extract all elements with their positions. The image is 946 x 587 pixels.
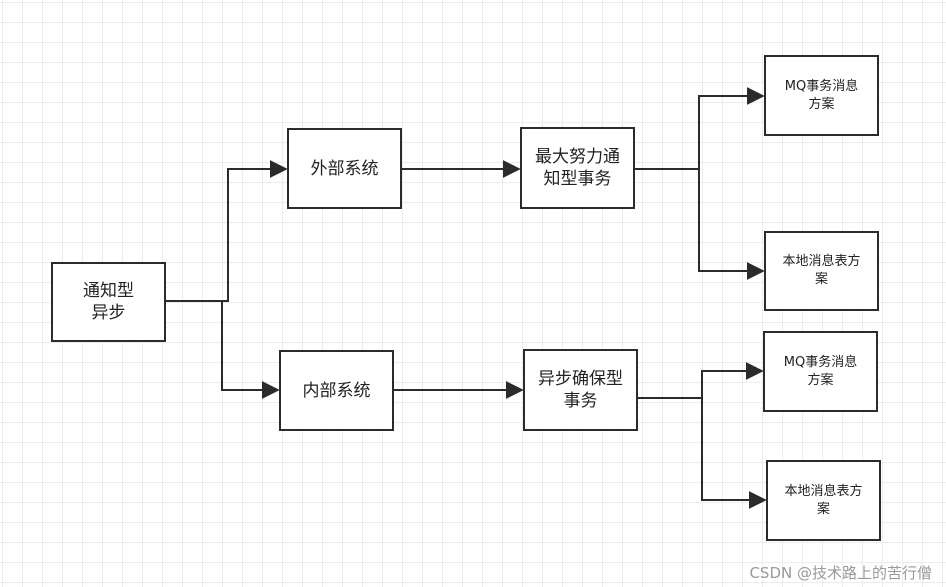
node-label: 外部系统 [310, 158, 379, 179]
connector-reliable-to-mq [638, 362, 764, 399]
connector-best-effort-to-local-table [635, 168, 765, 280]
node-local-message-table-1[interactable]: 本地消息表方 案 [764, 231, 879, 311]
node-label: 内部系统 [302, 380, 371, 401]
node-mq-transaction-message-1[interactable]: MQ事务消息 方案 [764, 55, 879, 136]
node-label: MQ事务消息 方案 [784, 78, 859, 112]
connector-best-effort-to-mq [635, 87, 765, 170]
node-label: MQ事务消息 方案 [783, 354, 858, 388]
node-mq-transaction-message-2[interactable]: MQ事务消息 方案 [763, 331, 878, 412]
node-external-system[interactable]: 外部系统 [287, 128, 402, 209]
csdn-watermark: CSDN @技术路上的苦行僧 [749, 564, 932, 582]
node-internal-system[interactable]: 内部系统 [279, 350, 394, 431]
connector-root-to-internal [166, 300, 280, 399]
connector-root-to-external [166, 160, 288, 302]
connector-reliable-to-local-table [638, 397, 767, 509]
node-label: 最大努力通 知型事务 [535, 147, 620, 189]
node-label: 本地消息表方 案 [784, 483, 863, 517]
node-local-message-table-2[interactable]: 本地消息表方 案 [766, 460, 881, 541]
node-best-effort-transaction[interactable]: 最大努力通 知型事务 [520, 127, 635, 209]
node-label: 异步确保型 事务 [538, 369, 623, 411]
node-notification-async[interactable]: 通知型 异步 [51, 262, 166, 342]
node-label: 本地消息表方 案 [782, 254, 861, 287]
node-label: 通知型 异步 [83, 281, 134, 323]
node-reliable-async-transaction[interactable]: 异步确保型 事务 [523, 349, 638, 431]
